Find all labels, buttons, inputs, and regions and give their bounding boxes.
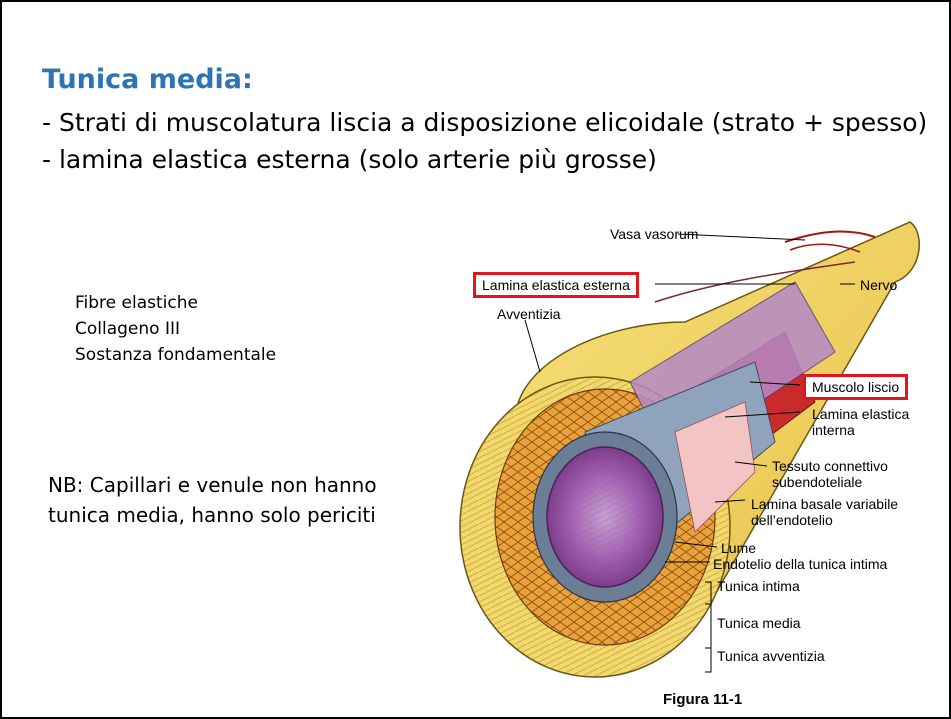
label-lume: Lume — [721, 540, 757, 556]
note-line: tunica media, hanno solo periciti — [48, 503, 376, 527]
component-item: Collageno III — [75, 319, 181, 339]
label-tunica-intima: Tunica intima — [717, 578, 800, 594]
figure-caption: Figura 11-1 — [663, 691, 743, 708]
note-block: NB: Capillari e venule non hanno tunica … — [48, 470, 377, 530]
label-lamina-basale: Lamina basale variabile dell’endotelio — [751, 496, 898, 528]
label-line: Tessuto connettivo — [772, 458, 888, 474]
label-tunica-media: Tunica media — [717, 615, 801, 631]
label-muscolo-liscio: Muscolo liscio — [803, 374, 909, 400]
component-item: Sostanza fondamentale — [75, 345, 277, 365]
label-line: Lamina elastica — [812, 406, 910, 422]
artery-illustration: Vasa vasorum Lamina elastica esterna Ner… — [455, 212, 925, 682]
component-item: Fibre elastiche — [75, 293, 198, 313]
label-line: dell’endotelio — [751, 512, 833, 528]
subendothelial-layer — [674, 401, 756, 533]
leader-lines — [524, 233, 855, 673]
vasa-vasorum-vessel — [784, 230, 876, 243]
components-list: Fibre elastiche Collageno III Sostanza f… — [75, 290, 276, 368]
artery-drawing — [459, 221, 921, 678]
label-vasa-vasorum: Vasa vasorum — [610, 226, 699, 242]
label-endotelio: Endotelio della tunica intima — [713, 556, 888, 572]
label-line: Lamina basale variabile — [751, 496, 899, 512]
bullet-external-elastic-lamina: - lamina elastica esterna (solo arterie … — [42, 145, 657, 174]
label-avventizia: Avventizia — [497, 306, 561, 322]
label-line: subendoteliale — [772, 474, 863, 490]
label-line: interna — [812, 422, 855, 438]
label-nervo: Nervo — [860, 277, 898, 293]
label-lamina-elastica-esterna: Lamina elastica esterna — [473, 272, 639, 298]
slide-title: Tunica media: — [42, 64, 253, 95]
label-tessuto-connettivo: Tessuto connettivo subendoteliale — [772, 458, 888, 490]
label-tunica-avventizia: Tunica avventizia — [717, 648, 825, 664]
note-line: NB: Capillari e venule non hanno — [48, 473, 377, 497]
nerve-fiber — [654, 261, 856, 303]
label-lamina-elastica-interna: Lamina elastica interna — [812, 406, 909, 438]
bullet-smooth-muscle: - Strati di muscolatura liscia a disposi… — [42, 108, 928, 137]
